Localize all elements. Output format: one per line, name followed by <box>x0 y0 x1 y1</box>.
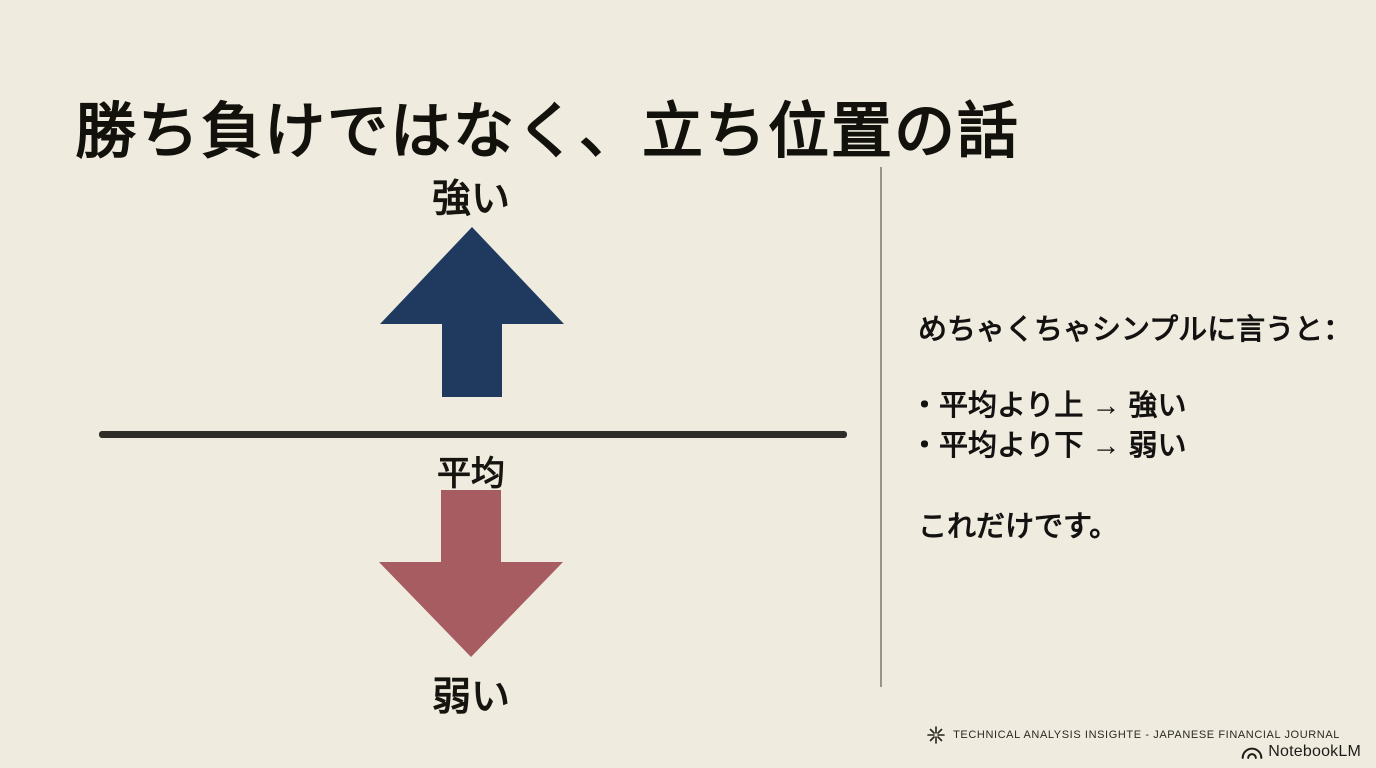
weak-label: 弱い <box>431 676 510 719</box>
side-panel-intro: めちゃくちゃシンプルに言うと： <box>918 314 1353 346</box>
side-panel-outro: これだけです。 <box>918 511 1119 543</box>
footer-caption-text: TECHNICAL ANALYSIS INSIGHTE - JAPANESE F… <box>953 729 1340 741</box>
slide-title: 勝ち負けではなく、立ち位置の話 <box>75 98 1021 166</box>
bullet-below-average: ・平均より下 → 弱い <box>910 430 1187 462</box>
notebooklm-icon <box>1241 747 1263 759</box>
brand-name: NotebookLM <box>1268 743 1361 760</box>
brand-row: NotebookLM <box>1241 743 1361 761</box>
side-panel-bullets: ・平均より上 → 強い ・平均より下 → 弱い <box>910 386 1187 466</box>
bullet-above-average: ・平均より上 → 強い <box>910 390 1187 422</box>
average-axis-line <box>99 431 847 438</box>
vertical-divider <box>880 167 882 687</box>
average-label: 平均 <box>437 455 505 493</box>
down-arrow-shape <box>379 490 563 657</box>
down-arrow-icon <box>379 490 563 657</box>
spark-icon <box>927 726 945 744</box>
up-arrow-shape <box>380 227 564 397</box>
up-arrow-icon <box>380 227 564 397</box>
strong-label: 強い <box>431 178 510 221</box>
footer-caption: TECHNICAL ANALYSIS INSIGHTE - JAPANESE F… <box>927 726 1340 744</box>
